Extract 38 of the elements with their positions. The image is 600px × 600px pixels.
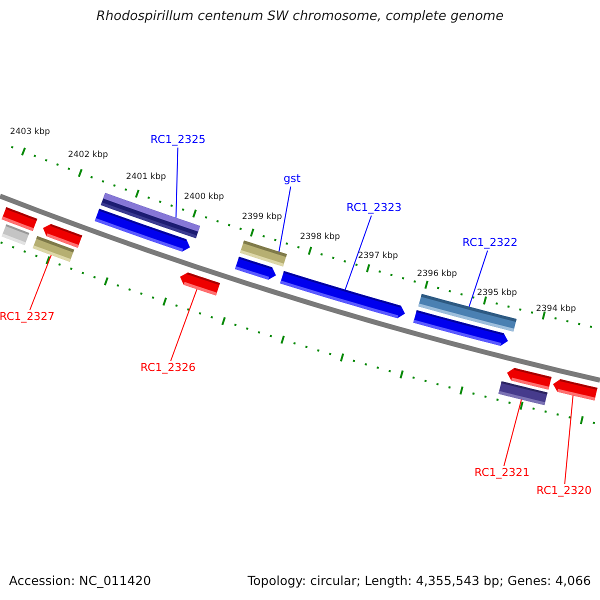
gene-bar xyxy=(553,379,598,400)
scale-label: 2395 kbp xyxy=(476,289,518,299)
scale-label: 2397 kbp xyxy=(358,252,398,262)
leader-line xyxy=(29,254,52,310)
leader-line xyxy=(176,147,178,218)
gene-label: RC1_2323 xyxy=(346,202,402,215)
scale-label: 2401 kbp xyxy=(126,173,166,183)
info-text: Topology: circular; Length: 4,355,543 bp; Genes: 4,066 xyxy=(248,574,591,588)
scale-label: 2402 kbp xyxy=(68,151,108,161)
leader-line xyxy=(344,215,372,290)
scale-label: 2403 kbp xyxy=(10,128,50,138)
gene-label: RC1_2321 xyxy=(474,467,530,480)
scale-label: 2396 kbp xyxy=(416,270,458,280)
gene-label: RC1_2322 xyxy=(462,237,518,250)
info-text: Accession: NC_011420 xyxy=(9,574,152,588)
gene-bar xyxy=(507,368,552,390)
gene-bar xyxy=(280,270,405,318)
gene-label: RC1_2325 xyxy=(150,134,206,147)
scale-label: 2394 kbp xyxy=(536,305,576,315)
leader-line xyxy=(278,186,292,252)
leader-line xyxy=(564,395,574,484)
gene-label: RC1_2326 xyxy=(140,362,196,375)
gene-label: RC1_2320 xyxy=(536,485,592,498)
leader-line xyxy=(170,288,198,362)
gene-bar xyxy=(32,236,74,262)
scale-label: 2398 kbp xyxy=(300,233,340,243)
chart-title: Rhodospirillum centenum SW chromosome, complete genome xyxy=(95,10,505,25)
gene-bar xyxy=(235,256,276,280)
leader-line xyxy=(468,250,488,308)
gene-bar xyxy=(94,208,190,252)
leader-line xyxy=(503,399,522,466)
gene-bar xyxy=(180,272,220,296)
gene-label: RC1_2327 xyxy=(0,311,55,324)
scale-label: 2399 kbp xyxy=(242,213,282,223)
gene-bar xyxy=(413,310,508,346)
gene-label: gst xyxy=(283,173,301,186)
scale-label: 2400 kbp xyxy=(184,193,224,203)
gene-bar xyxy=(2,224,30,246)
